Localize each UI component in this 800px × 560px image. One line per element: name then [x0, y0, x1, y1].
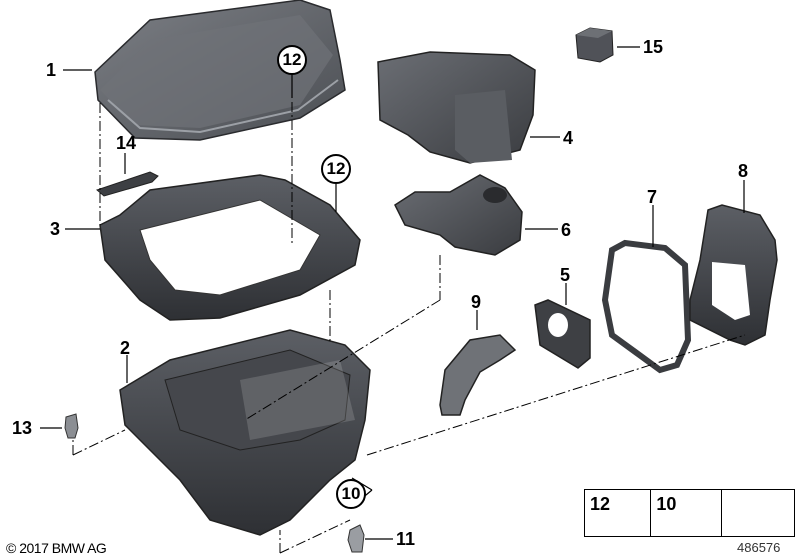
part-8-frame: [689, 204, 778, 346]
legend-label-10: 10: [656, 494, 677, 514]
legend-label-12: 12: [590, 494, 611, 514]
part-label-11: 11: [396, 529, 416, 549]
part-4-module-carrier: [377, 51, 536, 164]
circled-label-10: 10: [336, 479, 366, 509]
part-label-3: 3: [50, 219, 61, 239]
part-label-15: 15: [643, 37, 664, 57]
part-9-duct-elbow: [439, 334, 517, 416]
part-15-relay: [575, 27, 614, 63]
part-3-intermediate-frame: [99, 174, 361, 321]
part-label-7: 7: [647, 187, 658, 207]
part-14-cable-clip: [96, 171, 159, 197]
part-label-6: 6: [561, 220, 572, 240]
part-13-expanding-nut: [64, 413, 79, 439]
part-label-8: 8: [738, 161, 749, 181]
image-number: 486576: [737, 540, 781, 555]
part-2-lower-housing: [119, 329, 371, 536]
part-label-13: 13: [12, 418, 33, 438]
legend-item-screw-10: 10: [651, 490, 722, 536]
part-label-9: 9: [471, 292, 482, 312]
part-1-housing-cover: [94, 0, 346, 141]
assembly-lines: [72, 102, 746, 554]
fastener-legend: 12 10: [584, 489, 795, 537]
part-label-4: 4: [563, 128, 574, 148]
part-label-5: 5: [560, 265, 571, 285]
legend-item-arrow: [722, 490, 794, 536]
part-label-1: 1: [46, 60, 57, 80]
part-6-air-duct-housing: [394, 174, 523, 256]
circled-label-text: 12: [282, 50, 302, 69]
part-11-rivet: [347, 524, 365, 553]
part-5-grommet: [534, 299, 591, 369]
part-label-14: 14: [116, 133, 137, 153]
circled-label-text: 10: [341, 484, 361, 503]
circled-label-12-frame: 12: [321, 154, 351, 184]
circled-label-text: 12: [326, 159, 346, 178]
part-7-gasket: [601, 239, 692, 374]
part-label-2: 2: [120, 338, 131, 358]
legend-item-screw-12: 12: [585, 490, 652, 536]
circled-label-12-top: 12: [277, 45, 307, 75]
copyright-text: © 2017 BMW AG: [6, 540, 107, 556]
